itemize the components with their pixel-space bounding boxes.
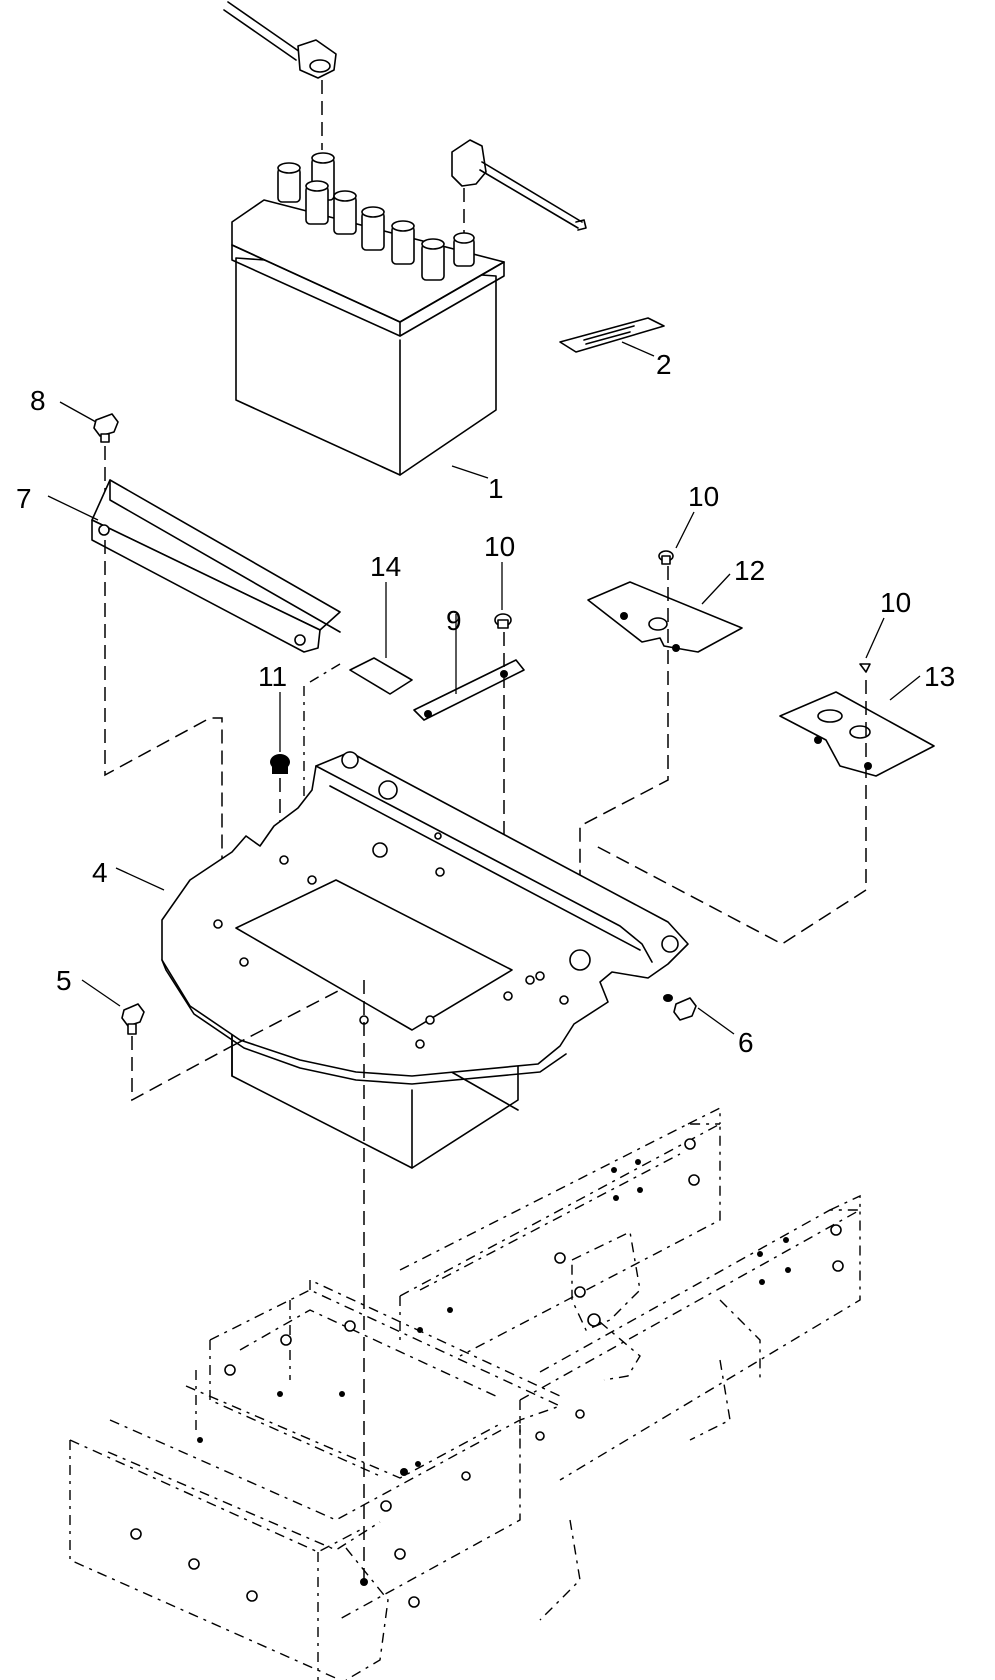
callout-10b: 10 — [688, 481, 719, 512]
battery-caps — [277, 152, 475, 281]
tractor-frame-phantom — [69, 1106, 861, 1680]
callout-7: 7 — [16, 483, 32, 514]
positive-cable — [451, 139, 587, 240]
callout-2: 2 — [656, 349, 672, 380]
battery — [231, 152, 505, 476]
cover-plate-12 — [587, 581, 743, 653]
bolt-8 — [93, 413, 119, 520]
label-plate — [559, 317, 665, 353]
nut-10-plate-13 — [595, 663, 871, 945]
bolt-5 — [121, 989, 341, 1102]
hold-down-bracket — [91, 479, 341, 890]
callout-13: 13 — [924, 661, 955, 692]
strap-plate — [413, 659, 525, 721]
callout-10a: 10 — [484, 531, 515, 562]
callout-11: 11 — [258, 661, 287, 692]
cover-plate-13 — [779, 691, 935, 777]
callout-8: 8 — [30, 385, 46, 416]
callout-4: 4 — [92, 857, 108, 888]
callout-6: 6 — [738, 1027, 754, 1058]
callout-9: 9 — [446, 605, 462, 636]
battery-tray — [161, 751, 689, 1169]
callout-14: 14 — [370, 551, 401, 582]
callout-10c: 10 — [880, 587, 911, 618]
frame-holes — [130, 1138, 844, 1608]
callout-12: 12 — [734, 555, 765, 586]
bolt-6 — [663, 994, 697, 1021]
leader-lines — [47, 341, 921, 1035]
negative-cable — [223, 1, 337, 150]
callout-1: 1 — [488, 473, 504, 504]
callout-labels: 1 2 4 5 6 7 8 9 10 10 10 11 12 13 14 — [16, 349, 955, 1058]
callout-5: 5 — [56, 965, 72, 996]
